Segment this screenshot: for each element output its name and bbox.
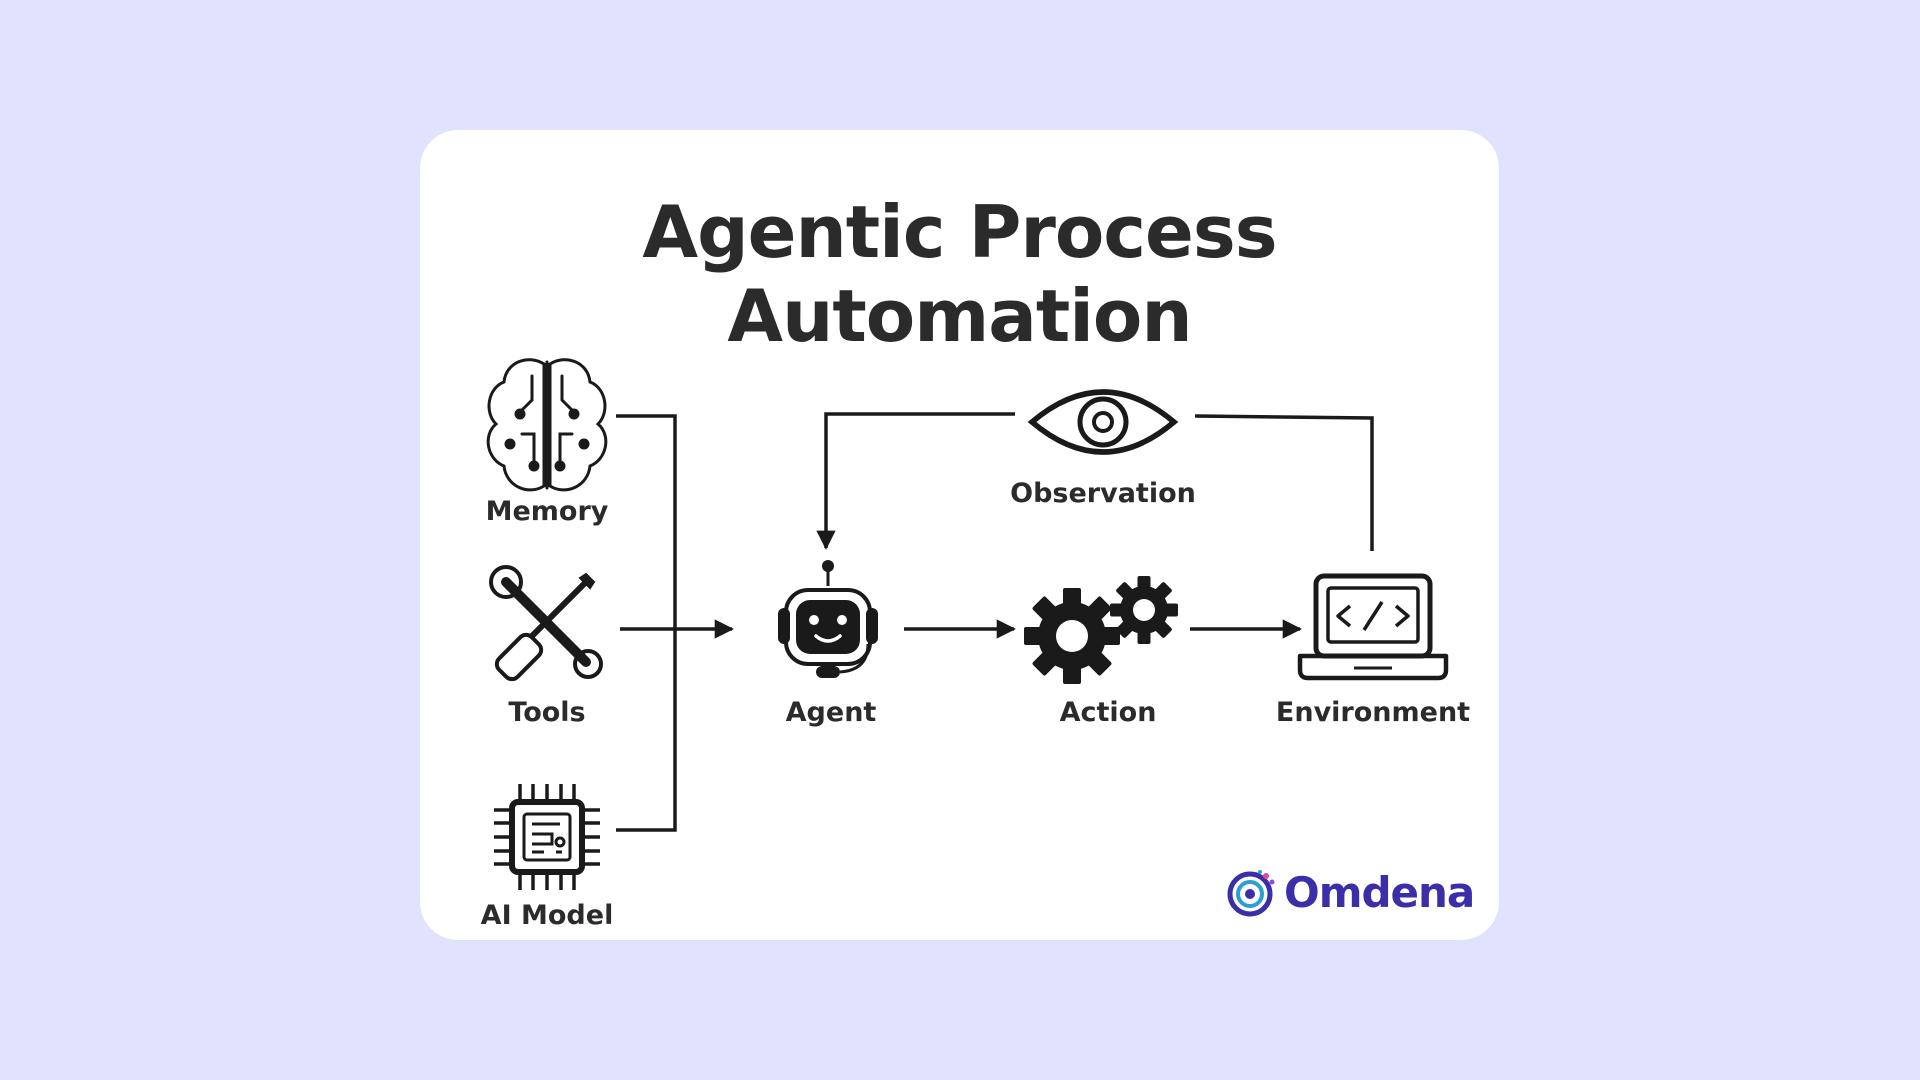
omdena-logo-icon <box>1227 870 1275 917</box>
ai-model-label: AI Model <box>480 900 614 931</box>
diagram-title: Agentic Process Automation <box>642 190 1277 358</box>
tools-icon <box>489 565 603 682</box>
laptop-code-icon <box>1297 573 1449 681</box>
tools-label: Tools <box>508 697 586 728</box>
omdena-logo-text: Omdena <box>1284 867 1475 917</box>
memory-label: Memory <box>485 496 609 527</box>
gears-icon <box>1024 576 1178 684</box>
environment-to-observation-line <box>1194 414 1374 551</box>
observation-to-agent-arrow <box>816 412 1015 550</box>
environment-label: Environment <box>1275 697 1471 728</box>
diagram-card: Agentic Process Automation <box>420 130 1499 940</box>
connectors <box>616 412 1374 832</box>
brain-icon <box>486 358 608 492</box>
memory-bracket-line <box>616 414 677 832</box>
robot-icon <box>778 560 878 678</box>
eye-icon <box>1027 389 1179 455</box>
agent-label: Agent <box>785 697 877 728</box>
chip-icon <box>494 784 600 890</box>
diagram-canvas <box>486 358 1449 890</box>
action-label: Action <box>1059 697 1157 728</box>
omdena-logo: Omdena <box>1226 866 1475 918</box>
observation-label: Observation <box>1010 478 1196 509</box>
